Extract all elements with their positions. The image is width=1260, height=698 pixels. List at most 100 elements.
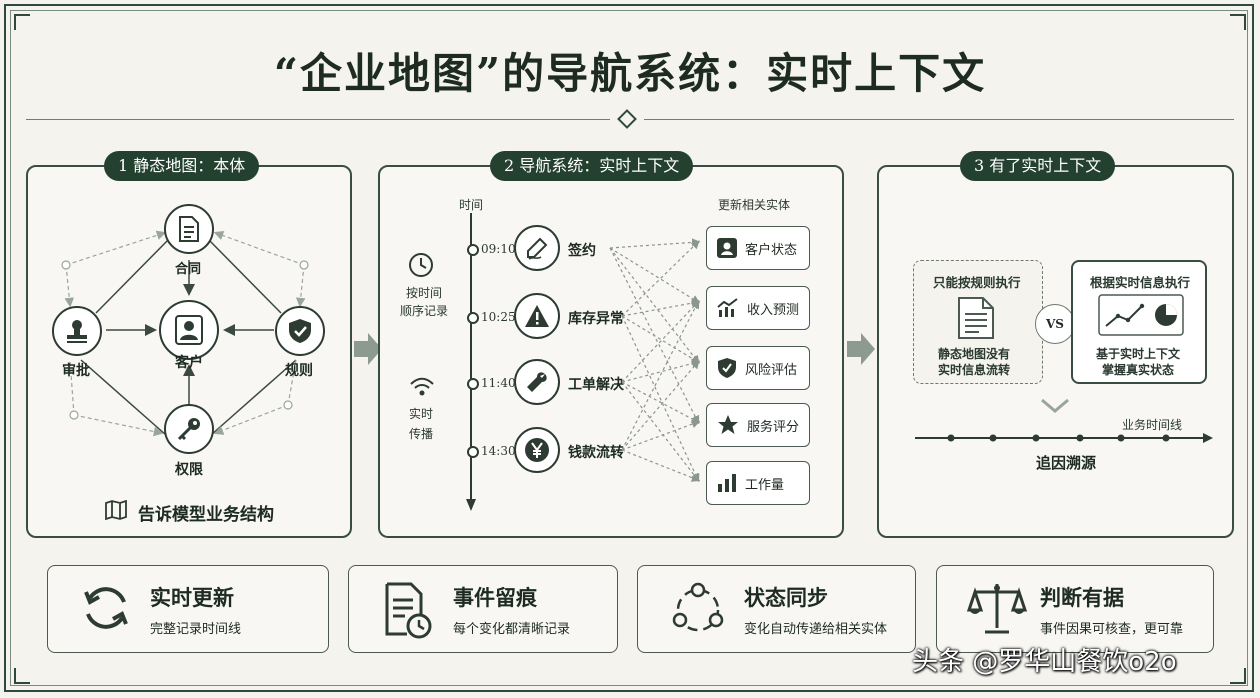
corner-ornament bbox=[1230, 14, 1246, 30]
user-icon bbox=[175, 315, 203, 345]
ontology-graph bbox=[61, 230, 309, 437]
refresh-icon bbox=[84, 587, 128, 629]
entity-workload: 工作量 bbox=[706, 461, 810, 505]
card-desc: 每个变化都清晰记录 bbox=[453, 622, 571, 637]
static-document-icon bbox=[958, 297, 994, 339]
timeline-dot bbox=[467, 446, 479, 458]
entity-revenue-forecast: 收入预测 bbox=[706, 286, 810, 330]
panel-arrow-icon bbox=[847, 333, 875, 365]
entity-label: 风险评估 bbox=[745, 362, 798, 378]
key-icon bbox=[177, 418, 200, 441]
panel-arrow-icon bbox=[354, 333, 382, 365]
rule-only-title: 只能按规则执行 bbox=[933, 275, 1021, 290]
panel1-footer: 告诉模型业务结构 bbox=[138, 505, 274, 525]
approval-node bbox=[52, 306, 102, 356]
timeline-dot bbox=[467, 244, 479, 256]
rules-node bbox=[275, 306, 325, 356]
card-title: 实时更新 bbox=[150, 585, 234, 610]
pen-icon bbox=[527, 237, 548, 260]
event-icon-alert bbox=[514, 293, 560, 339]
realtime-title: 根据实时信息执行 bbox=[1090, 275, 1191, 290]
rules-label: 规则 bbox=[285, 363, 313, 379]
title-divider-left bbox=[26, 119, 610, 120]
entity-label: 工作量 bbox=[745, 477, 785, 493]
entity-label: 收入预测 bbox=[747, 302, 800, 318]
event-time: 09:10 bbox=[481, 242, 516, 256]
realtime-box bbox=[1071, 260, 1207, 384]
event-label: 签约 bbox=[568, 243, 596, 259]
chevron-down-icon bbox=[1041, 398, 1069, 413]
corner-ornament bbox=[14, 14, 30, 30]
panel1-header: 1 静态地图：本体 bbox=[104, 151, 260, 181]
event-label: 工单解决 bbox=[568, 377, 624, 393]
broadcast-label: 实时 传播 bbox=[409, 407, 434, 441]
stamp-icon bbox=[67, 320, 87, 343]
map-icon bbox=[105, 500, 127, 520]
propagation-arrows bbox=[609, 238, 701, 483]
card-evidence-based: 判断有据 事件因果可核查，更可靠 bbox=[936, 565, 1214, 653]
yen-coin-icon bbox=[525, 438, 549, 462]
timeline-axis bbox=[466, 213, 476, 511]
event-time: 14:30 bbox=[481, 444, 516, 458]
contract-label: 合同 bbox=[175, 262, 202, 277]
outer-frame bbox=[4, 4, 1254, 692]
realtime-desc: 基于实时上下文 掌握真实状态 bbox=[1096, 347, 1181, 377]
event-time: 11:40 bbox=[481, 376, 516, 390]
document-clock-icon bbox=[385, 582, 432, 639]
entity-service-score: 服务评分 bbox=[706, 403, 810, 447]
event-label: 钱款流转 bbox=[568, 445, 624, 461]
permission-label: 权限 bbox=[175, 462, 203, 478]
document-icon bbox=[179, 216, 199, 242]
card-desc: 完整记录时间线 bbox=[150, 622, 242, 637]
rule-only-desc: 静态地图没有 实时信息流转 bbox=[938, 347, 1011, 377]
shield-check-icon bbox=[718, 358, 736, 378]
corner-ornament bbox=[14, 668, 30, 684]
record-label: 按时间 顺序记录 bbox=[400, 286, 449, 318]
star-icon bbox=[718, 415, 738, 434]
panel3-header: 3 有了实时上下文 bbox=[960, 151, 1116, 181]
permission-node bbox=[164, 404, 214, 454]
card-realtime-update: 实时更新 完整记录时间线 bbox=[47, 565, 329, 653]
event-icon-payment bbox=[514, 427, 560, 473]
card-title: 事件留痕 bbox=[453, 585, 537, 610]
rule-only-box bbox=[913, 260, 1043, 384]
business-timeline bbox=[915, 433, 1213, 443]
time-axis-label: 时间 bbox=[459, 198, 484, 212]
scale-icon bbox=[967, 584, 1027, 634]
warning-icon bbox=[525, 305, 549, 327]
user-badge-icon bbox=[717, 238, 737, 258]
panel2-header: 2 导航系统：实时上下文 bbox=[490, 151, 694, 181]
corner-ornament bbox=[1230, 668, 1246, 684]
trace-label: 追因溯源 bbox=[1036, 454, 1097, 472]
card-desc: 变化自动传递给相关实体 bbox=[744, 622, 888, 637]
event-label: 库存异常 bbox=[568, 311, 624, 327]
card-title: 判断有据 bbox=[1040, 585, 1124, 610]
timeline-dot bbox=[467, 312, 479, 324]
card-event-trace: 事件留痕 每个变化都清晰记录 bbox=[348, 565, 618, 653]
timeline-dot bbox=[467, 378, 479, 390]
inner-frame bbox=[10, 10, 1248, 686]
timeline-label: 业务时间线 bbox=[1122, 418, 1183, 432]
entity-label: 服务评分 bbox=[747, 419, 800, 435]
clock-icon bbox=[409, 253, 433, 277]
page-title: “企业地图”的导航系统：实时上下文 bbox=[273, 49, 987, 98]
chart-trend-icon bbox=[717, 298, 738, 317]
approval-label: 审批 bbox=[62, 363, 90, 379]
wifi-icon bbox=[410, 377, 434, 396]
customer-label: 客户 bbox=[175, 355, 203, 371]
vs-badge: VS bbox=[1035, 304, 1075, 344]
sync-circle-icon bbox=[672, 582, 724, 632]
entity-customer-status: 客户状态 bbox=[706, 226, 810, 270]
watermark: 头条 @罗华山餐饮o2o bbox=[912, 647, 1177, 677]
event-icon-sign bbox=[514, 225, 560, 271]
event-time: 10:25 bbox=[481, 310, 516, 324]
entity-label: 客户状态 bbox=[745, 242, 798, 258]
wrench-icon bbox=[527, 372, 547, 392]
card-title: 状态同步 bbox=[744, 585, 828, 610]
bar-chart-icon bbox=[718, 474, 736, 492]
entity-risk-assessment: 风险评估 bbox=[706, 346, 810, 390]
contract-node bbox=[164, 204, 214, 254]
event-icon-ticket bbox=[514, 359, 560, 405]
customer-node bbox=[159, 300, 219, 360]
entities-header: 更新相关实体 bbox=[718, 198, 791, 212]
